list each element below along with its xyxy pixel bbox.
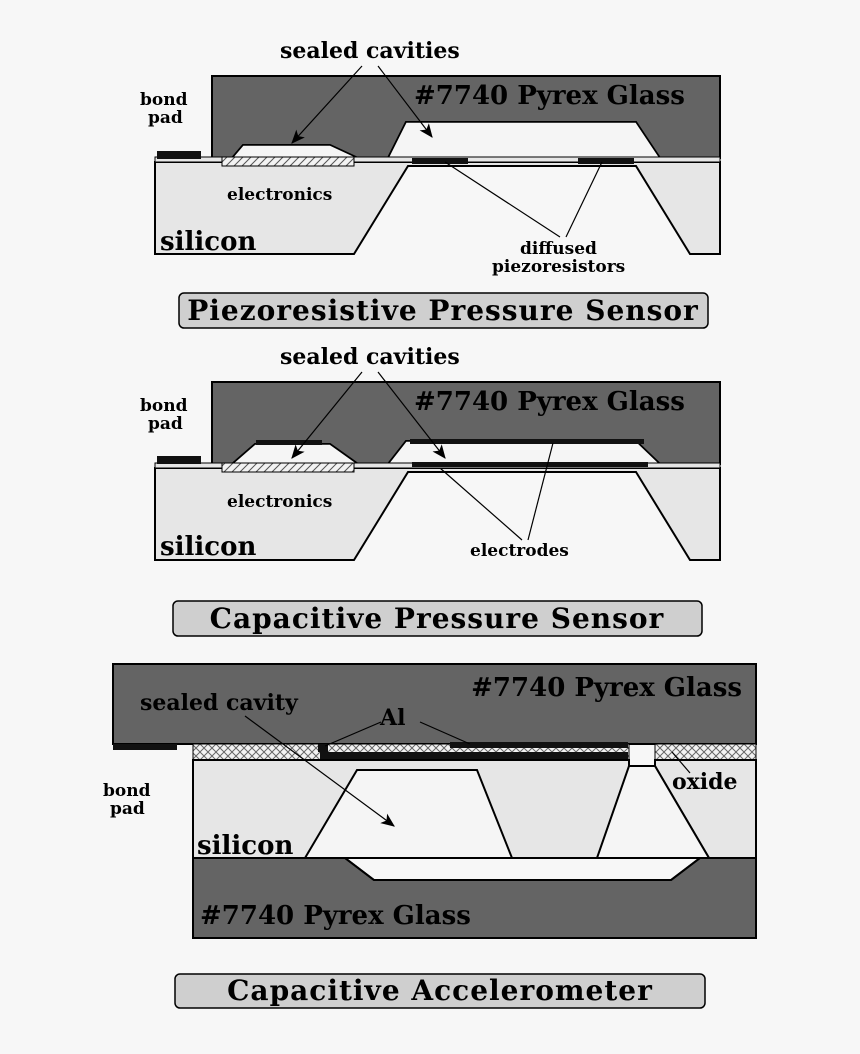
cavity-large <box>386 121 662 159</box>
capacitive-accelerometer-panel: #7740 Pyrex Glass sealed cavity Al bond … <box>103 663 757 1009</box>
electronics-label: electronics <box>227 185 332 205</box>
sealed-cavities-label: sealed cavities <box>280 344 460 370</box>
piezoresistive-sensor-panel: sealed cavities #7740 Pyrex Glass bond p… <box>140 38 721 329</box>
pyrex-glass-top-label: #7740 Pyrex Glass <box>471 673 742 703</box>
leader-cavity-small <box>291 65 363 144</box>
bond-pad <box>157 456 201 464</box>
capacitive-pressure-sensor-panel: sealed cavities #7740 Pyrex Glass bond p… <box>140 344 721 637</box>
diffused-label: diffused <box>520 239 597 259</box>
panel-title: Piezoresistive Pressure Sensor <box>187 294 699 327</box>
bond-label: bond <box>140 396 188 416</box>
al-electrode-left <box>318 744 328 752</box>
pad-label: pad <box>148 108 183 128</box>
oxide-layer-right <box>654 743 757 761</box>
piezoresistor-left <box>412 158 468 164</box>
silicon-label: silicon <box>197 831 293 861</box>
panel-title: Capacitive Accelerometer <box>227 974 653 1007</box>
sealed-cavity-region <box>303 765 711 859</box>
bond-label: bond <box>140 90 188 110</box>
bottom-electrode <box>412 462 648 467</box>
top-electrode-large <box>410 439 644 444</box>
leader-al-left <box>324 721 382 747</box>
electronics-label: electronics <box>227 492 332 512</box>
panel-title-box <box>172 600 703 637</box>
sealed-cavities-label: sealed cavities <box>280 38 460 64</box>
bond-pad <box>113 744 177 750</box>
bottom-recess <box>305 857 709 881</box>
electronics-region <box>221 156 355 167</box>
silicon-label: silicon <box>160 532 256 562</box>
al-electrode-top <box>450 742 628 748</box>
leader-sealed-cavity <box>244 715 395 827</box>
oxide-label: oxide <box>672 769 738 795</box>
leader-cavity-large <box>377 371 446 459</box>
silicon-substrate <box>154 161 721 255</box>
leader-cavity-large <box>377 65 433 138</box>
electrodes-label: electrodes <box>470 541 569 561</box>
leader-piezo-left <box>444 161 561 238</box>
pad-label: pad <box>110 799 145 819</box>
leader-al-right <box>419 721 471 745</box>
bond-pad <box>157 151 201 159</box>
sealed-cavity-label: sealed cavity <box>140 690 299 716</box>
bond-label: bond <box>103 781 151 801</box>
piezoresistor-right <box>578 158 634 164</box>
electronics-region <box>221 462 355 473</box>
silicon-substrate <box>154 467 721 561</box>
panel-title-box <box>174 973 706 1009</box>
top-electrode-small <box>256 440 322 445</box>
al-electrode-lower <box>320 752 628 759</box>
pyrex-glass-bottom-label: #7740 Pyrex Glass <box>200 901 471 931</box>
pyrex-glass-label: #7740 Pyrex Glass <box>414 387 685 417</box>
leader-piezo-right <box>565 161 603 238</box>
leader-electrode-right <box>527 442 554 541</box>
leader-cavity-small <box>291 371 363 459</box>
pad-label: pad <box>148 414 183 434</box>
pyrex-glass-top <box>112 663 757 745</box>
leader-electrode-left <box>439 467 523 541</box>
al-label: Al <box>379 705 405 731</box>
leader-oxide <box>671 751 691 774</box>
pyrex-glass-label: #7740 Pyrex Glass <box>414 81 685 111</box>
panel-title: Capacitive Pressure Sensor <box>210 602 665 635</box>
cavity-large <box>386 440 662 465</box>
piezoresistors-label: piezoresistors <box>492 257 625 277</box>
silicon-label: silicon <box>160 227 256 257</box>
panel-title-box <box>178 292 709 329</box>
